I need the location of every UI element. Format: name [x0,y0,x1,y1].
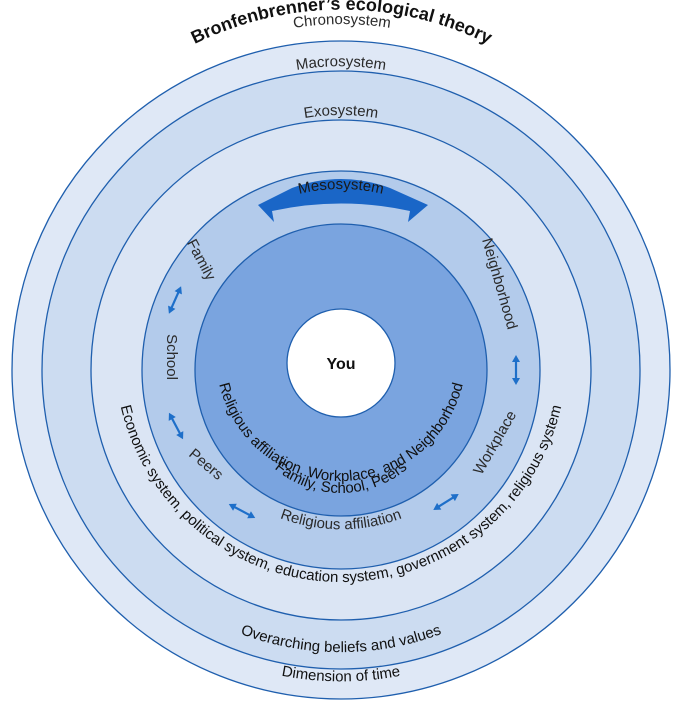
mesosystem-arrow [258,179,428,222]
you-circle [286,308,396,418]
arrow-religious-workplace [433,494,459,510]
exosystem-label: Exosystem [303,102,380,122]
micro-label-school: School [163,334,180,380]
center-label-you: You [326,356,355,373]
arrow-school-peers [168,412,184,440]
chronosystem-description: Dimension of time [281,663,402,686]
macrosystem-label: Macrosystem [295,53,388,74]
arrow-family-school [168,286,182,314]
arrow-workplace-neighborhood [512,355,520,385]
chronosystem-label: Chronosystem [292,11,392,32]
arrow-peers-religious [228,503,256,519]
